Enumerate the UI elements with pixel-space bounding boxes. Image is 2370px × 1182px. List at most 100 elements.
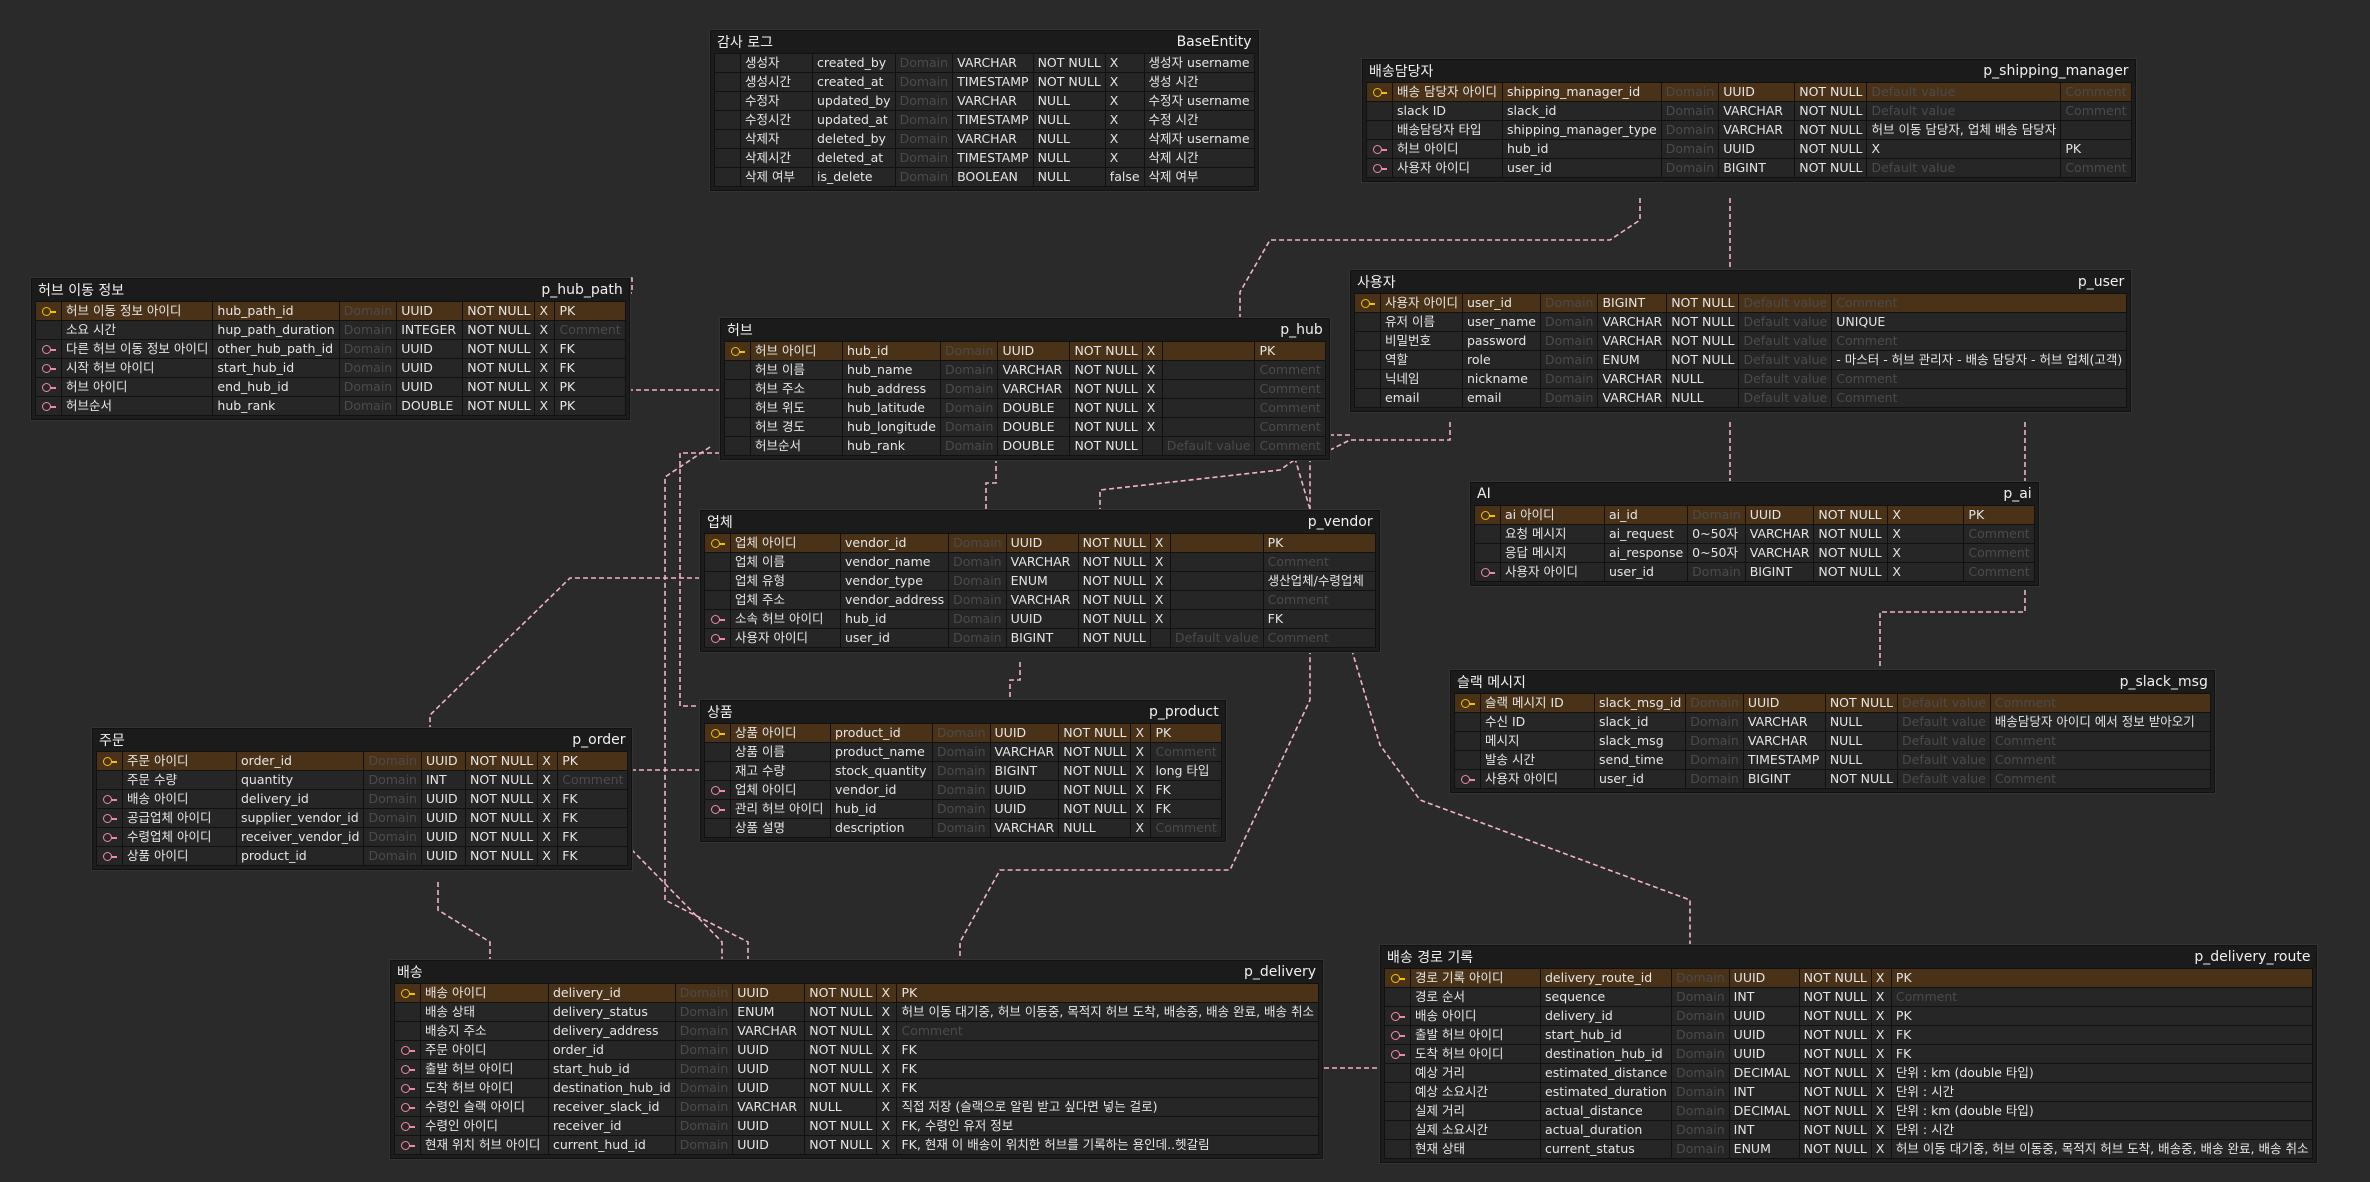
column-row[interactable]: 주문 아이디order_idDomainUUIDNOT NULLXFK (394, 1040, 1320, 1060)
column-row[interactable]: 예상 소요시간estimated_durationDomainINTNOT NU… (1384, 1082, 2314, 1102)
entity-order[interactable]: 주문p_order주문 아이디order_idDomainUUIDNOT NUL… (92, 728, 633, 870)
column-row[interactable]: 업체 주소vendor_addressDomainVARCHARNOT NULL… (704, 590, 1376, 610)
column-row[interactable]: 상품 이름product_nameDomainVARCHARNOT NULLXC… (704, 742, 1222, 762)
column-row[interactable]: 배송 아이디delivery_idDomainUUIDNOT NULLXPK (1384, 1006, 2314, 1026)
column-row[interactable]: 사용자 아이디user_idDomainBIGINTNOT NULLDefaul… (1454, 769, 2211, 789)
column-row[interactable]: 허브순서hub_rankDomainDOUBLENOT NULLXPK (35, 396, 626, 416)
column-row[interactable]: 관리 허브 아이디hub_idDomainUUIDNOT NULLXFK (704, 799, 1222, 819)
column-row[interactable]: 허브 아이디hub_idDomainUUIDNOT NULLXPK (1366, 139, 2132, 159)
entity-slack-msg[interactable]: 슬랙 메시지p_slack_msg슬랙 메시지 IDslack_msg_idDo… (1450, 670, 2215, 793)
column-row[interactable]: 경로 기록 아이디delivery_route_idDomainUUIDNOT … (1384, 968, 2314, 988)
column-row[interactable]: 현재 상태current_statusDomainENUMNOT NULLX허브… (1384, 1139, 2314, 1159)
column-row[interactable]: 배송담당자 타입shipping_manager_typeDomainVARCH… (1366, 120, 2132, 140)
column-row[interactable]: 배송 상태delivery_statusDomainENUMNOT NULLX허… (394, 1002, 1320, 1022)
column-row[interactable]: 발송 시간send_timeDomainTIMESTAMPNULLDefault… (1454, 750, 2211, 770)
column-row[interactable]: 도착 허브 아이디destination_hub_idDomainUUIDNOT… (394, 1078, 1320, 1098)
column-row[interactable]: 생성시간created_atDomainTIMESTAMPNOT NULLX생성… (714, 72, 1255, 92)
column-row[interactable]: 역할roleDomainENUMNOT NULLDefault value- 마… (1354, 350, 2128, 370)
column-row[interactable]: 사용자 아이디user_idDomainBIGINTNOT NULLXComme… (1474, 562, 2035, 582)
entity-header[interactable]: 사용자p_user (1351, 271, 2131, 293)
column-row[interactable]: 업체 아이디vendor_idDomainUUIDNOT NULLXFK (704, 780, 1222, 800)
entity-header[interactable]: 상품p_product (701, 701, 1225, 723)
column-row[interactable]: 배송 아이디delivery_idDomainUUIDNOT NULLXFK (96, 789, 629, 809)
column-row[interactable]: 업체 유형vendor_typeDomainENUMNOT NULLX생산업체/… (704, 571, 1376, 591)
column-row[interactable]: 닉네임nicknameDomainVARCHARNULLDefault valu… (1354, 369, 2128, 389)
column-row[interactable]: 실제 소요시간actual_durationDomainINTNOT NULLX… (1384, 1120, 2314, 1140)
entity-header[interactable]: 허브 이동 정보p_hub_path (32, 279, 629, 301)
column-row[interactable]: 다른 허브 이동 정보 아이디other_hub_path_idDomainUU… (35, 339, 626, 359)
entity-header[interactable]: 슬랙 메시지p_slack_msg (1451, 671, 2214, 693)
entity-hub[interactable]: 허브p_hub허브 아이디hub_idDomainUUIDNOT NULLXPK… (720, 318, 1330, 460)
column-row[interactable]: 소요 시간hup_path_durationDomainINTEGERNOT N… (35, 320, 626, 340)
entity-header[interactable]: 배송p_delivery (391, 961, 1323, 983)
column-row[interactable]: 유저 이름user_nameDomainVARCHARNOT NULLDefau… (1354, 312, 2128, 332)
column-row[interactable]: 수령업체 아이디receiver_vendor_idDomainUUIDNOT … (96, 827, 629, 847)
entity-header[interactable]: 주문p_order (93, 729, 632, 751)
column-row[interactable]: 수신 IDslack_idDomainVARCHARNULLDefault va… (1454, 712, 2211, 732)
column-row[interactable]: 응답 메시지ai_response0~50자VARCHARNOT NULLXCo… (1474, 543, 2035, 563)
column-row[interactable]: slack IDslack_idDomainVARCHARNOT NULLDef… (1366, 101, 2132, 121)
entity-base[interactable]: 감사 로그BaseEntity생성자created_byDomainVARCHA… (710, 30, 1259, 191)
column-row[interactable]: 메시지slack_msgDomainVARCHARNULLDefault val… (1454, 731, 2211, 751)
column-row[interactable]: 허브 주소hub_addressDomainVARCHARNOT NULLXCo… (724, 379, 1326, 399)
column-row[interactable]: 주문 수량quantityDomainINTNOT NULLXComment (96, 770, 629, 790)
entity-shipping-manager[interactable]: 배송담당자p_shipping_manager배송 담당자 아이디shippin… (1362, 59, 2136, 182)
column-row[interactable]: 출발 허브 아이디start_hub_idDomainUUIDNOT NULLX… (1384, 1025, 2314, 1045)
column-row[interactable]: 허브 경도hub_longitudeDomainDOUBLENOT NULLXC… (724, 417, 1326, 437)
entity-header[interactable]: 배송 경로 기록p_delivery_route (1381, 946, 2317, 968)
entity-header[interactable]: 배송담당자p_shipping_manager (1363, 60, 2135, 82)
column-row[interactable]: 업체 이름vendor_nameDomainVARCHARNOT NULLXCo… (704, 552, 1376, 572)
column-row[interactable]: emailemailDomainVARCHARNULLDefault value… (1354, 388, 2128, 408)
column-row[interactable]: 배송지 주소delivery_addressDomainVARCHARNOT N… (394, 1021, 1320, 1041)
column-row[interactable]: 실제 거리actual_distanceDomainDECIMALNOT NUL… (1384, 1101, 2314, 1121)
column-row[interactable]: 사용자 아이디user_idDomainBIGINTNOT NULLDefaul… (1366, 158, 2132, 178)
column-row[interactable]: 도착 허브 아이디destination_hub_idDomainUUIDNOT… (1384, 1044, 2314, 1064)
column-row[interactable]: 소속 허브 아이디hub_idDomainUUIDNOT NULLXFK (704, 609, 1376, 629)
column-row[interactable]: 배송 담당자 아이디shipping_manager_idDomainUUIDN… (1366, 82, 2132, 102)
entity-user[interactable]: 사용자p_user사용자 아이디user_idDomainBIGINTNOT N… (1350, 270, 2132, 412)
column-row[interactable]: 수정자updated_byDomainVARCHARNULLX수정자 usern… (714, 91, 1255, 111)
column-row[interactable]: 출발 허브 아이디start_hub_idDomainUUIDNOT NULLX… (394, 1059, 1320, 1079)
column-row[interactable]: 현재 위치 허브 아이디current_hud_idDomainUUIDNOT … (394, 1135, 1320, 1155)
column-row[interactable]: 상품 아이디product_idDomainUUIDNOT NULLXFK (96, 846, 629, 866)
column-row[interactable]: 수령인 아이디receiver_idDomainUUIDNOT NULLXFK,… (394, 1116, 1320, 1136)
entity-header[interactable]: AIp_ai (1471, 483, 2038, 505)
column-row[interactable]: 생성자created_byDomainVARCHARNOT NULLX생성자 u… (714, 53, 1255, 73)
column-row[interactable]: 비밀번호passwordDomainVARCHARNOT NULLDefault… (1354, 331, 2128, 351)
column-row[interactable]: 수정시간updated_atDomainTIMESTAMPNULLX수정 시간 (714, 110, 1255, 130)
entity-ai[interactable]: AIp_aiai 아이디ai_idDomainUUIDNOT NULLXPK요청… (1470, 482, 2039, 586)
column-row[interactable]: 사용자 아이디user_idDomainBIGINTNOT NULLDefaul… (1354, 293, 2128, 313)
column-row[interactable]: 경로 순서sequenceDomainINTNOT NULLXComment (1384, 987, 2314, 1007)
column-row[interactable]: 슬랙 메시지 IDslack_msg_idDomainUUIDNOT NULLD… (1454, 693, 2211, 713)
column-row[interactable]: 예상 거리estimated_distanceDomainDECIMALNOT … (1384, 1063, 2314, 1083)
column-row[interactable]: 허브 이름hub_nameDomainVARCHARNOT NULLXComme… (724, 360, 1326, 380)
column-row[interactable]: 허브 아이디end_hub_idDomainUUIDNOT NULLXPK (35, 377, 626, 397)
entity-header[interactable]: 업체p_vendor (701, 511, 1379, 533)
entity-hub-path[interactable]: 허브 이동 정보p_hub_path허브 이동 정보 아이디hub_path_i… (31, 278, 630, 420)
column-row[interactable]: 상품 아이디product_idDomainUUIDNOT NULLXPK (704, 723, 1222, 743)
column-row[interactable]: 허브순서hub_rankDomainDOUBLENOT NULLDefault … (724, 436, 1326, 456)
entity-header[interactable]: 감사 로그BaseEntity (711, 31, 1258, 53)
column-row[interactable]: 상품 설명descriptionDomainVARCHARNULLXCommen… (704, 818, 1222, 838)
column-row[interactable]: 주문 아이디order_idDomainUUIDNOT NULLXPK (96, 751, 629, 771)
column-row[interactable]: 수령인 슬랙 아이디receiver_slack_idDomainVARCHAR… (394, 1097, 1320, 1117)
column-row[interactable]: 배송 아이디delivery_idDomainUUIDNOT NULLXPK (394, 983, 1320, 1003)
column-row[interactable]: 삭제시간deleted_atDomainTIMESTAMPNULLX삭제 시간 (714, 148, 1255, 168)
column-row[interactable]: 허브 위도hub_latitudeDomainDOUBLENOT NULLXCo… (724, 398, 1326, 418)
column-row[interactable]: 삭제 여부is_deleteDomainBOOLEANNULLfalse삭제 여… (714, 167, 1255, 187)
column-row[interactable]: 재고 수량stock_quantityDomainBIGINTNOT NULLX… (704, 761, 1222, 781)
column-row[interactable]: 허브 이동 정보 아이디hub_path_idDomainUUIDNOT NUL… (35, 301, 626, 321)
column-row[interactable]: 공급업체 아이디supplier_vendor_idDomainUUIDNOT … (96, 808, 629, 828)
column-row[interactable]: 시작 허브 아이디start_hub_idDomainUUIDNOT NULLX… (35, 358, 626, 378)
entity-vendor[interactable]: 업체p_vendor업체 아이디vendor_idDomainUUIDNOT N… (700, 510, 1380, 652)
entity-delivery[interactable]: 배송p_delivery배송 아이디delivery_idDomainUUIDN… (390, 960, 1324, 1159)
entity-product[interactable]: 상품p_product상품 아이디product_idDomainUUIDNOT… (700, 700, 1226, 842)
entity-header[interactable]: 허브p_hub (721, 319, 1329, 341)
column-row[interactable]: 요청 메시지ai_request0~50자VARCHARNOT NULLXCom… (1474, 524, 2035, 544)
column-row[interactable]: 허브 아이디hub_idDomainUUIDNOT NULLXPK (724, 341, 1326, 361)
column-row[interactable]: 사용자 아이디user_idDomainBIGINTNOT NULLDefaul… (704, 628, 1376, 648)
column-row[interactable]: 삭제자deleted_byDomainVARCHARNULLX삭제자 usern… (714, 129, 1255, 149)
column-row[interactable]: ai 아이디ai_idDomainUUIDNOT NULLXPK (1474, 505, 2035, 525)
entity-delivery-route[interactable]: 배송 경로 기록p_delivery_route경로 기록 아이디deliver… (1380, 945, 2318, 1163)
column-row[interactable]: 업체 아이디vendor_idDomainUUIDNOT NULLXPK (704, 533, 1376, 553)
